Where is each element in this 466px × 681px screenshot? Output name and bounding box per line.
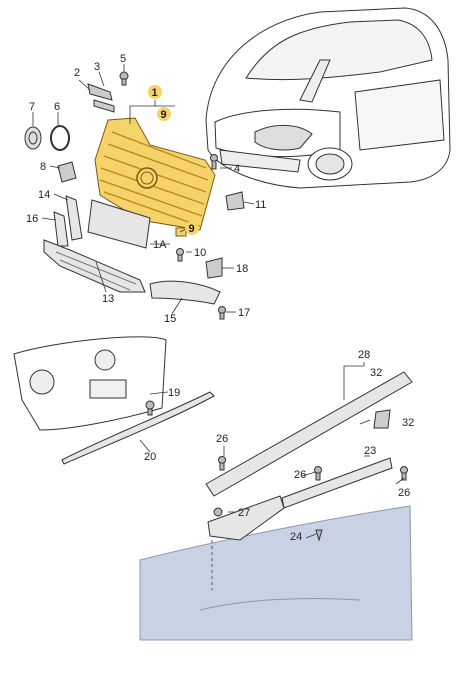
label-13: 13 bbox=[102, 293, 114, 305]
label-26a: 26 bbox=[216, 433, 228, 445]
car-front-view bbox=[205, 7, 451, 189]
label-17: 17 bbox=[238, 307, 250, 319]
screw-4 bbox=[210, 154, 218, 170]
screws-26 bbox=[218, 456, 408, 481]
screw-10 bbox=[176, 248, 184, 262]
label-4: 4 bbox=[234, 163, 240, 175]
label-15: 15 bbox=[164, 313, 176, 325]
label-26b: 26 bbox=[294, 469, 306, 481]
label-6: 6 bbox=[54, 101, 60, 113]
label-27: 27 bbox=[238, 507, 250, 519]
bracket-18 bbox=[205, 257, 223, 279]
label-9a: 9 bbox=[161, 109, 167, 121]
screw-5 bbox=[119, 71, 129, 86]
clip-9b bbox=[175, 227, 187, 237]
strip-20 bbox=[61, 391, 215, 465]
lower-grille-13 bbox=[43, 239, 146, 293]
rear-lid bbox=[13, 336, 167, 431]
part-labels: 1 9 9 1A 2 3 4 5 6 7 8 10 11 13 14 15 16… bbox=[26, 53, 414, 543]
label-24: 24 bbox=[290, 531, 302, 543]
emblem-7 bbox=[24, 126, 42, 150]
label-22: 32 bbox=[402, 417, 414, 429]
bracket-32 bbox=[373, 409, 391, 429]
label-1: 1 bbox=[152, 87, 158, 99]
label-3: 3 bbox=[94, 61, 100, 73]
bracket-22 bbox=[207, 495, 285, 541]
rail-23 bbox=[281, 457, 393, 509]
clip-8 bbox=[57, 161, 77, 183]
label-14: 14 bbox=[38, 189, 50, 201]
radiator-grille bbox=[94, 117, 216, 231]
label-10: 10 bbox=[194, 247, 206, 259]
label-32: 32 bbox=[370, 367, 382, 379]
label-28: 28 bbox=[358, 349, 370, 361]
label-11: 11 bbox=[255, 199, 266, 211]
clip-24-27 bbox=[213, 507, 323, 542]
label-8: 8 bbox=[40, 161, 46, 173]
sill-trim-28 bbox=[205, 371, 413, 497]
floor-panel bbox=[139, 505, 413, 641]
plate-holder-1A bbox=[87, 199, 151, 249]
label-9b: 9 bbox=[189, 223, 195, 235]
bracket-2-3 bbox=[87, 83, 115, 113]
screw-19 bbox=[145, 400, 155, 416]
label-2: 2 bbox=[74, 67, 80, 79]
emblem-ring-6 bbox=[50, 125, 70, 151]
label-18: 18 bbox=[236, 263, 248, 275]
label-20: 20 bbox=[144, 451, 156, 463]
strip-14-16 bbox=[53, 195, 83, 247]
label-5: 5 bbox=[120, 53, 126, 65]
label-16: 16 bbox=[26, 213, 38, 225]
leader-lines bbox=[32, 64, 405, 590]
label-26c: 26 bbox=[398, 487, 410, 499]
screw-17 bbox=[218, 306, 226, 320]
label-19: 19 bbox=[168, 387, 180, 399]
bracket-11 bbox=[225, 191, 245, 211]
label-1A: 1A bbox=[153, 239, 167, 251]
label-7: 7 bbox=[29, 101, 35, 113]
label-23: 23 bbox=[364, 445, 376, 457]
fog-grille-15 bbox=[149, 280, 221, 305]
